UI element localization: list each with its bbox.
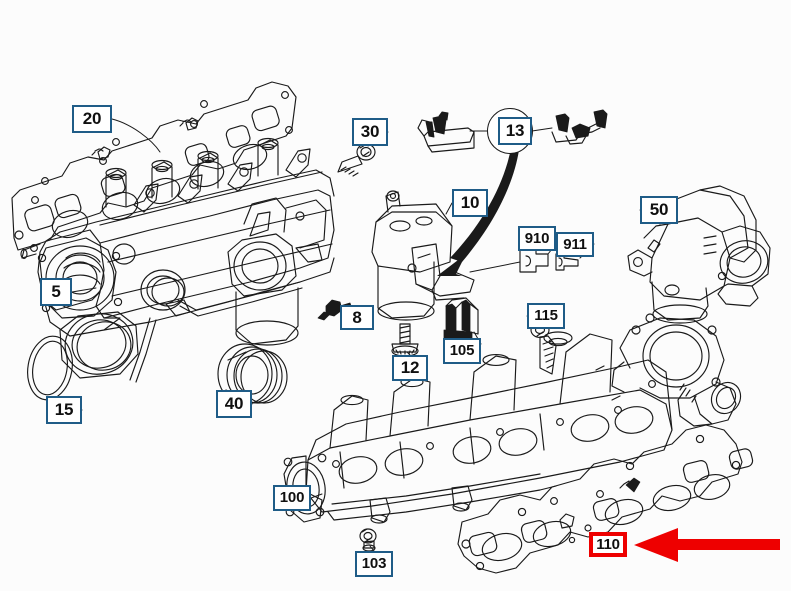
assembly-pointer-arrow bbox=[437, 148, 519, 276]
part-20-gasket-artwork bbox=[11, 81, 297, 252]
callout-15[interactable]: 15 bbox=[46, 396, 82, 424]
part-5-right-housing-artwork bbox=[227, 197, 327, 346]
part-105-clip-artwork bbox=[443, 297, 479, 341]
part-100-intake-manifold-artwork bbox=[283, 313, 742, 524]
callout-105[interactable]: 105 bbox=[443, 338, 481, 364]
callout-30[interactable]: 30 bbox=[352, 118, 388, 146]
part-30-bolt-artwork bbox=[337, 143, 376, 177]
callout-910[interactable]: 910 bbox=[518, 226, 556, 251]
callout-12[interactable]: 12 bbox=[392, 355, 428, 381]
callout-110-highlighted[interactable]: 110 bbox=[589, 532, 627, 557]
callout-20[interactable]: 20 bbox=[72, 105, 112, 133]
callout-10[interactable]: 10 bbox=[452, 189, 488, 217]
part-110-gasket-artwork bbox=[457, 424, 754, 574]
callout-8[interactable]: 8 bbox=[340, 305, 374, 330]
callout-40[interactable]: 40 bbox=[216, 390, 252, 418]
callout-5[interactable]: 5 bbox=[40, 278, 72, 306]
part-10-egr-valve-artwork bbox=[371, 190, 475, 321]
callout-13[interactable]: 13 bbox=[498, 117, 532, 145]
callout-103[interactable]: 103 bbox=[355, 551, 393, 577]
part-115-bolt-artwork bbox=[530, 321, 557, 375]
callout-50[interactable]: 50 bbox=[640, 196, 678, 224]
part-12-collar-bolt-artwork bbox=[391, 323, 419, 357]
callout-100[interactable]: 100 bbox=[273, 485, 311, 511]
callout-911[interactable]: 911 bbox=[556, 232, 594, 257]
part-15-o-ring-artwork bbox=[27, 335, 73, 401]
callout-115[interactable]: 115 bbox=[527, 303, 565, 329]
part-103-stud-artwork bbox=[359, 528, 377, 552]
part-13-connectors-artwork bbox=[417, 109, 608, 153]
